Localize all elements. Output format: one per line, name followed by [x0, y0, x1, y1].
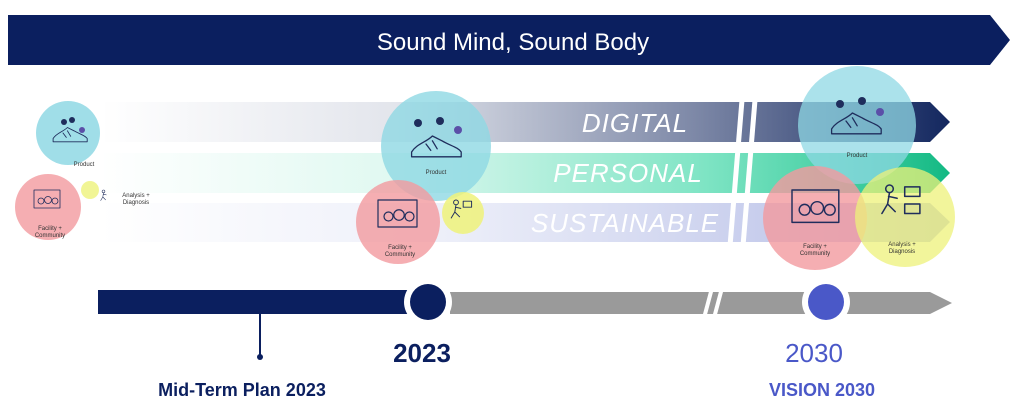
ribbon-break-marks: [727, 99, 758, 247]
ribbon-sustainable-label: SUSTAINABLE: [531, 208, 719, 238]
facility-label-line1: Facility +: [388, 245, 412, 251]
analysis-bubble: [81, 181, 99, 199]
product-bubble: [36, 101, 100, 165]
year-2030-label: 2030: [785, 338, 843, 368]
community-icon: [33, 189, 61, 209]
facility-label-line1: Facility +: [38, 226, 62, 232]
facility-bubble: [356, 180, 440, 264]
facility-label-line2: Community: [385, 252, 415, 258]
community-icon: [791, 189, 840, 224]
ribbon-sustainable-shape: [100, 203, 950, 242]
facility-label-line2: Community: [35, 233, 65, 239]
facility-bubble: [15, 174, 81, 240]
facility-label-line1: Facility +: [803, 244, 827, 250]
product-label: Product: [426, 170, 447, 176]
milestone-2023-dot: [410, 284, 446, 320]
year-2023-label: 2023: [393, 338, 451, 368]
analysis-label-line1: Analysis +: [888, 242, 916, 248]
facility-bubble: [763, 166, 867, 270]
analysis-label-line2: Diagnosis: [123, 200, 149, 206]
shoe-icon: [830, 112, 882, 135]
cluster-2030: Product Facility + Community Analysis + …: [763, 66, 955, 270]
timeline: 2023 2030 Mid-Term Plan 2023 VISION 2030: [98, 278, 952, 400]
title-banner: Sound Mind, Sound Body: [8, 15, 1010, 65]
analysis-bubble: [855, 167, 955, 267]
ribbon-personal-label: PERSONAL: [553, 158, 703, 188]
timeline-past-bar: [98, 290, 430, 314]
product-label: Product: [847, 153, 868, 159]
cluster-origin: Product Facility + Community Analysis + …: [15, 101, 150, 240]
milestone-2030-dot: [808, 284, 844, 320]
product-label: Product: [74, 162, 95, 168]
runner-icon: [881, 184, 921, 215]
analysis-label-line1: Analysis +: [122, 193, 150, 199]
mid-term-plan-label: Mid-Term Plan 2023: [158, 380, 326, 400]
ribbon-sustainable: SUSTAINABLE: [100, 203, 950, 242]
runner-icon: [100, 189, 107, 201]
facility-label-line2: Community: [800, 251, 830, 257]
vision-2030-label: VISION 2030: [769, 380, 875, 400]
banner-arrow-shape: [8, 15, 1010, 65]
analysis-bubble: [442, 192, 484, 234]
runner-icon: [450, 199, 473, 219]
community-icon: [377, 199, 418, 228]
shoe-icon: [410, 135, 462, 158]
banner-title: Sound Mind, Sound Body: [377, 29, 649, 56]
ribbon-digital-label: DIGITAL: [582, 108, 688, 138]
shoe-icon: [52, 127, 88, 143]
analysis-label-line2: Diagnosis: [889, 249, 915, 255]
cluster-2023: Product Facility + Community: [356, 91, 491, 264]
timeline-future-bar: [450, 292, 952, 314]
